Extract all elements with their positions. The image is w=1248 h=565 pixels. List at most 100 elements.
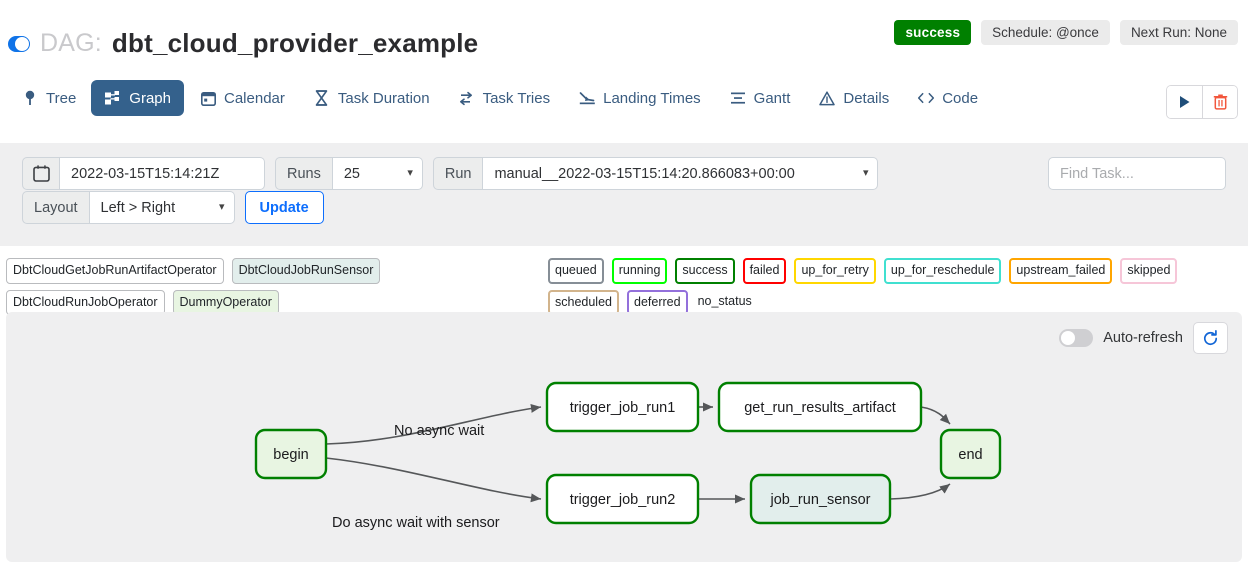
run-value: manual__2022-03-15T15:14:20.866083+00:00 (494, 165, 795, 182)
find-task-input[interactable]: Find Task... (1048, 157, 1226, 190)
edge-begin-trigger2 (325, 457, 542, 503)
status-chip-failed: failed (742, 258, 787, 284)
refresh-icon (1203, 329, 1218, 345)
auto-refresh-controls: Auto-refresh (1059, 322, 1228, 354)
tab-list: Tree Graph (8, 80, 991, 116)
tree-icon (21, 89, 39, 107)
hourglass-icon (313, 89, 331, 107)
tab-task-tries[interactable]: Task Tries (445, 80, 564, 116)
tab-tree[interactable]: Tree (8, 80, 89, 116)
delete-dag-button[interactable] (1202, 86, 1237, 118)
auto-refresh-toggle[interactable] (1059, 329, 1094, 347)
runs-group: Runs 25 ▾ (275, 157, 423, 190)
tab-calendar[interactable]: Calendar (186, 80, 298, 116)
calendar-picker-button[interactable] (22, 157, 60, 190)
calendar-icon (32, 165, 50, 182)
node-trigger_job_run1[interactable]: trigger_job_run1 (545, 381, 700, 433)
layout-group: Layout Left > Right ▾ (22, 191, 235, 224)
retry-icon (458, 89, 476, 107)
tab-label: Graph (129, 89, 171, 107)
operator-legend: DbtCloudGetJobRunArtifactOperator DbtClo… (6, 258, 546, 315)
node-label: begin (273, 447, 308, 463)
update-button[interactable]: Update (244, 191, 324, 224)
node-label: trigger_job_run2 (570, 492, 676, 508)
tab-graph[interactable]: Graph (91, 80, 184, 116)
tab-label: Calendar (224, 89, 285, 107)
tab-task-duration[interactable]: Task Duration (300, 80, 443, 116)
layout-label: Layout (22, 191, 90, 224)
base-date-group: 2022-03-15T15:14:21Z (22, 157, 265, 190)
calendar-icon (199, 89, 217, 107)
landing-icon (578, 89, 596, 107)
dag-controls-panel: 2022-03-15T15:14:21Z Runs 25 ▾ Run manua… (0, 143, 1248, 246)
status-chip-success: success (675, 258, 735, 284)
play-icon (1180, 96, 1190, 108)
tab-label: Tree (46, 89, 77, 107)
graph-edge-labels: No async wait Do async wait with sensor (332, 423, 500, 531)
status-chip-upstream-failed: upstream_failed (1009, 258, 1113, 284)
chevron-down-icon: ▾ (407, 167, 413, 179)
node-begin[interactable]: begin (254, 428, 328, 480)
tab-label: Landing Times (603, 89, 701, 107)
layout-value: Left > Right (100, 199, 176, 216)
status-chip-no-status: no_status (697, 293, 752, 308)
num-runs-value: 25 (343, 165, 360, 182)
tab-bar: Tree Graph (0, 80, 1248, 132)
status-chip-up-for-retry: up_for_retry (794, 258, 876, 284)
dag-prefix-label: DAG: (40, 29, 102, 57)
node-get_run_results_artifact[interactable]: get_run_results_artifact (717, 381, 923, 433)
status-legend: queued running success failed up_for_ret… (548, 258, 1242, 315)
tab-label: Details (843, 89, 890, 107)
schedule-badge: Schedule: @once (981, 20, 1110, 45)
graph-canvas[interactable]: Auto-refresh (6, 312, 1242, 562)
graph-nodes: begin trigger_job_run1 get_run_results_a… (254, 381, 1002, 525)
tab-label: Task Tries (482, 89, 551, 107)
num-runs-select[interactable]: 25 ▾ (332, 157, 423, 190)
gantt-icon (729, 89, 747, 107)
chevron-down-icon: ▾ (862, 167, 869, 179)
controls-row-top: 2022-03-15T15:14:21Z Runs 25 ▾ Run manua… (22, 157, 879, 190)
run-label: Run (432, 157, 484, 190)
layout-select[interactable]: Left > Right ▾ (89, 191, 235, 224)
tab-details[interactable]: Details (805, 80, 902, 116)
operator-chip: DbtCloudGetJobRunArtifactOperator (6, 258, 224, 284)
triangle-icon (818, 89, 836, 107)
trigger-dag-button[interactable] (1167, 86, 1202, 118)
dag-title: DAG: dbt_cloud_provider_example (8, 28, 478, 59)
dag-action-buttons (1166, 85, 1238, 119)
tab-landing-times[interactable]: Landing Times (565, 80, 714, 116)
graph-icon (104, 89, 122, 107)
base-date-input[interactable]: 2022-03-15T15:14:21Z (60, 157, 265, 190)
node-trigger_job_run2[interactable]: trigger_job_run2 (545, 473, 700, 525)
tab-label: Task Duration (337, 89, 430, 107)
status-chip-up-for-reschedule: up_for_reschedule (883, 258, 1002, 284)
edge-label: Do async wait with sensor (332, 515, 500, 531)
node-end[interactable]: end (939, 428, 1002, 480)
graph-edges (325, 402, 951, 504)
header-badges: success Schedule: @once Next Run: None (894, 20, 1238, 45)
runs-label: Runs (275, 157, 333, 190)
chevron-down-icon: ▾ (219, 201, 225, 213)
node-job_run_sensor[interactable]: job_run_sensor (749, 473, 892, 525)
code-icon (917, 89, 935, 107)
edge-artifact-end (920, 406, 951, 425)
page-header: DAG: dbt_cloud_provider_example success … (0, 0, 1248, 72)
tab-code[interactable]: Code (904, 80, 991, 116)
dag-pause-toggle[interactable] (8, 35, 30, 52)
status-chip-queued: queued (548, 258, 604, 284)
page-title: dbt_cloud_provider_example (111, 28, 479, 58)
edge-label: No async wait (394, 423, 484, 439)
run-group: Run manual__2022-03-15T15:14:20.866083+0… (432, 157, 879, 190)
node-label: end (958, 447, 982, 463)
dag-graph-svg: No async wait Do async wait with sensor … (254, 381, 1002, 531)
refresh-button[interactable] (1193, 322, 1228, 354)
tab-gantt[interactable]: Gantt (716, 80, 804, 116)
run-select[interactable]: manual__2022-03-15T15:14:20.866083+00:00… (483, 157, 879, 190)
status-chip-skipped: skipped (1120, 258, 1178, 284)
node-label: trigger_job_run1 (570, 400, 676, 416)
status-chip-scheduled: scheduled (548, 289, 619, 315)
status-chip-running: running (611, 258, 668, 284)
node-label: job_run_sensor (770, 492, 871, 508)
edge-sensor-end (889, 483, 951, 500)
